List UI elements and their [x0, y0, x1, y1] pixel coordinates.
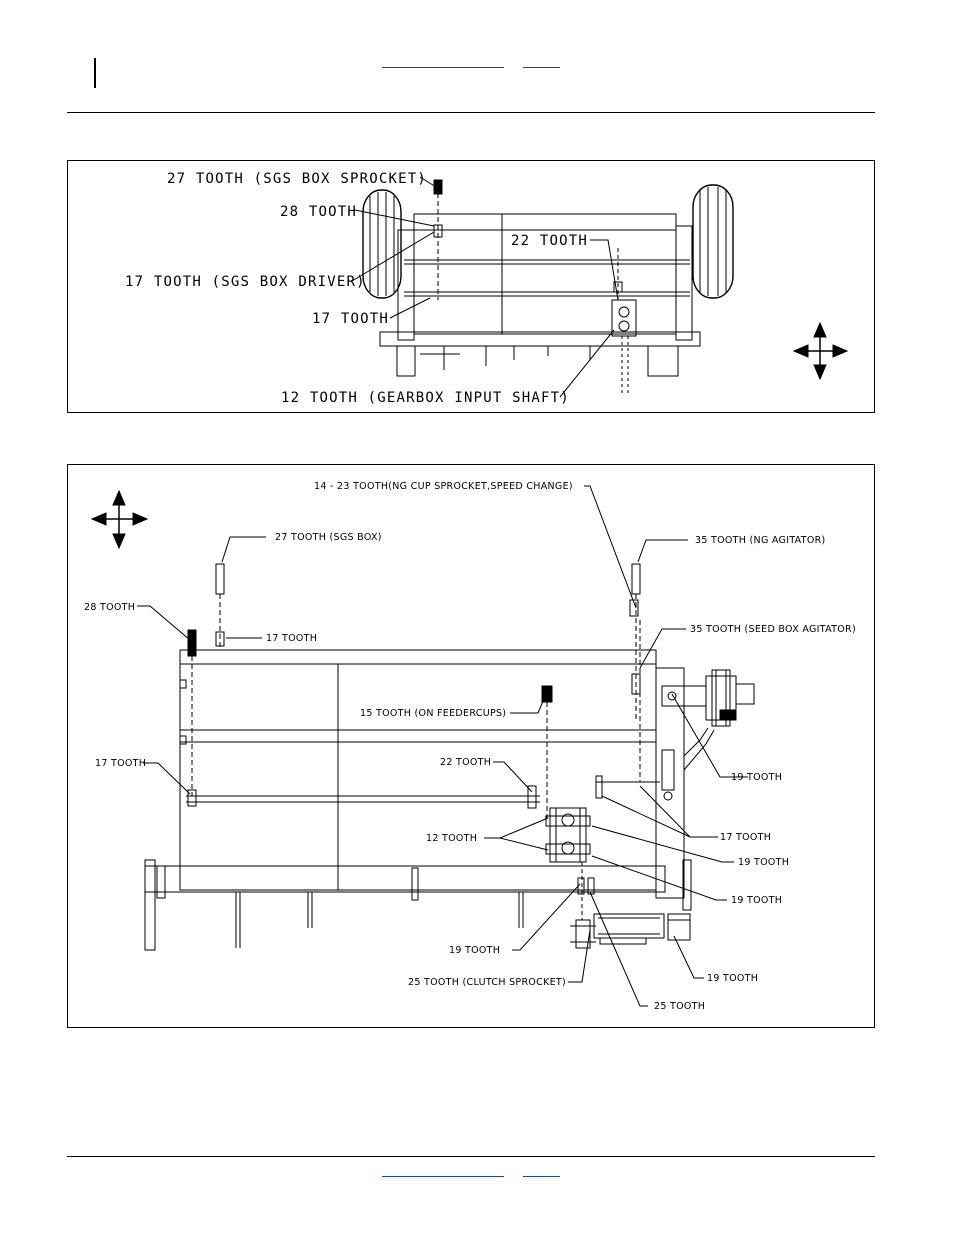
- bottom-agitator-drive: [705, 669, 755, 727]
- bottom-label-27-tooth-sgs-box: 27 TOOTH (SGS BOX): [275, 532, 382, 543]
- bottom-label-25-tooth-clutch: 25 TOOTH (CLUTCH SPROCKET): [408, 977, 566, 988]
- top-label-22-tooth: 22 TOOTH: [511, 233, 588, 249]
- top-diagram: 27 TOOTH (SGS BOX SPROCKET) 28 TOOTH 22 …: [125, 171, 849, 406]
- bottom-label-22-tooth: 22 TOOTH: [440, 757, 491, 768]
- top-label-12-tooth: 12 TOOTH (GEARBOX INPUT SHAFT): [281, 390, 570, 406]
- header-margin-bar: [94, 58, 96, 88]
- top-diagram-frame: [67, 160, 875, 413]
- bottom-label-19-tooth-gearbox-upper: 19 TOOTH: [738, 857, 789, 868]
- bottom-gearbox: [545, 807, 591, 863]
- bottom-compass-icon: [90, 489, 149, 550]
- top-label-17-tooth: 17 TOOTH: [312, 311, 389, 327]
- top-label-17-tooth-driver: 17 TOOTH (SGS BOX DRIVER): [125, 274, 366, 290]
- top-left-wheel: [362, 189, 402, 299]
- bottom-label-14-23-tooth: 14 - 23 TOOTH(NG CUP SPROCKET,SPEED CHAN…: [314, 481, 573, 492]
- header-link-left[interactable]: [382, 67, 504, 68]
- top-compass-icon: [792, 321, 849, 381]
- bottom-label-28-tooth: 28 TOOTH: [84, 602, 135, 613]
- bottom-label-35-tooth-ng-agitator: 35 TOOTH (NG AGITATOR): [695, 535, 826, 546]
- bottom-label-19-tooth-bottom-left: 19 TOOTH: [449, 945, 500, 956]
- top-label-27-tooth: 27 TOOTH (SGS BOX SPROCKET): [167, 171, 427, 187]
- bottom-label-15-tooth: 15 TOOTH (ON FEEDERCUPS): [360, 708, 506, 719]
- top-label-28-tooth: 28 TOOTH: [280, 204, 357, 220]
- bottom-label-19-tooth-agitator: 19 TOOTH: [731, 772, 782, 783]
- bottom-label-19-tooth-gearbox-lower: 19 TOOTH: [731, 895, 782, 906]
- footer-link-left[interactable]: [382, 1176, 504, 1177]
- bottom-label-17-tooth-left: 17 TOOTH: [95, 758, 146, 769]
- header-rule: [67, 112, 875, 113]
- top-right-wheel: [692, 184, 734, 299]
- bottom-clutch: [570, 862, 691, 949]
- bottom-label-17-tooth-top: 17 TOOTH: [266, 633, 317, 644]
- bottom-label-19-tooth-bottom-right: 19 TOOTH: [707, 973, 758, 984]
- top-gearbox: [611, 299, 637, 337]
- bottom-diagram-frame: [67, 464, 875, 1028]
- header-link-right[interactable]: [523, 67, 560, 68]
- bottom-label-35-tooth-seed-box-agitator: 35 TOOTH (SEED BOX AGITATOR): [690, 624, 856, 635]
- bottom-label-17-tooth-right: 17 TOOTH: [720, 832, 771, 843]
- bottom-label-25-tooth: 25 TOOTH: [654, 1001, 705, 1012]
- footer-rule: [67, 1156, 875, 1157]
- footer-link-right[interactable]: [523, 1176, 560, 1177]
- bottom-label-12-tooth: 12 TOOTH: [426, 833, 477, 844]
